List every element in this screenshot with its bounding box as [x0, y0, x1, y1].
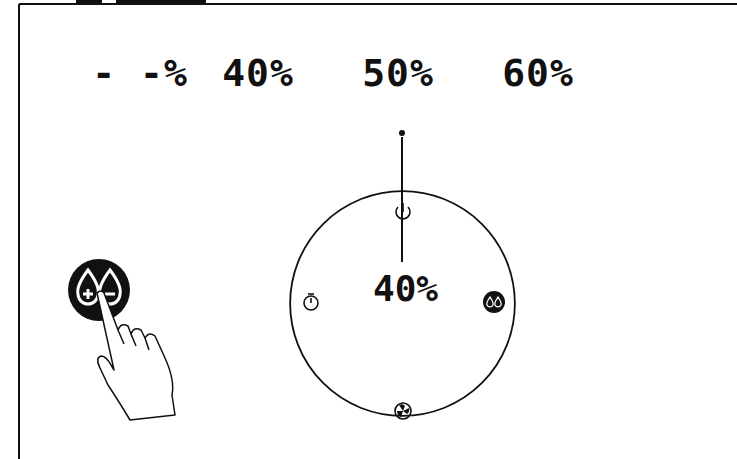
leader-line	[401, 137, 403, 262]
humidity-icon	[483, 291, 505, 313]
hand-outline	[97, 291, 175, 420]
control-panel-circle: 40%	[289, 190, 516, 417]
header-tab	[76, 0, 102, 5]
timer-icon	[304, 294, 318, 310]
power-icon	[396, 203, 410, 219]
header-tab	[116, 0, 206, 5]
humidity-button	[68, 259, 130, 321]
display-reading: 40%	[373, 268, 438, 309]
humidity-level: 60%	[502, 51, 574, 95]
frame-line	[18, 4, 20, 459]
humidity-level: - -%	[92, 51, 188, 95]
humidity-level: 50%	[362, 51, 434, 95]
humidity-level: 40%	[222, 51, 294, 95]
leader-dot	[399, 130, 405, 136]
